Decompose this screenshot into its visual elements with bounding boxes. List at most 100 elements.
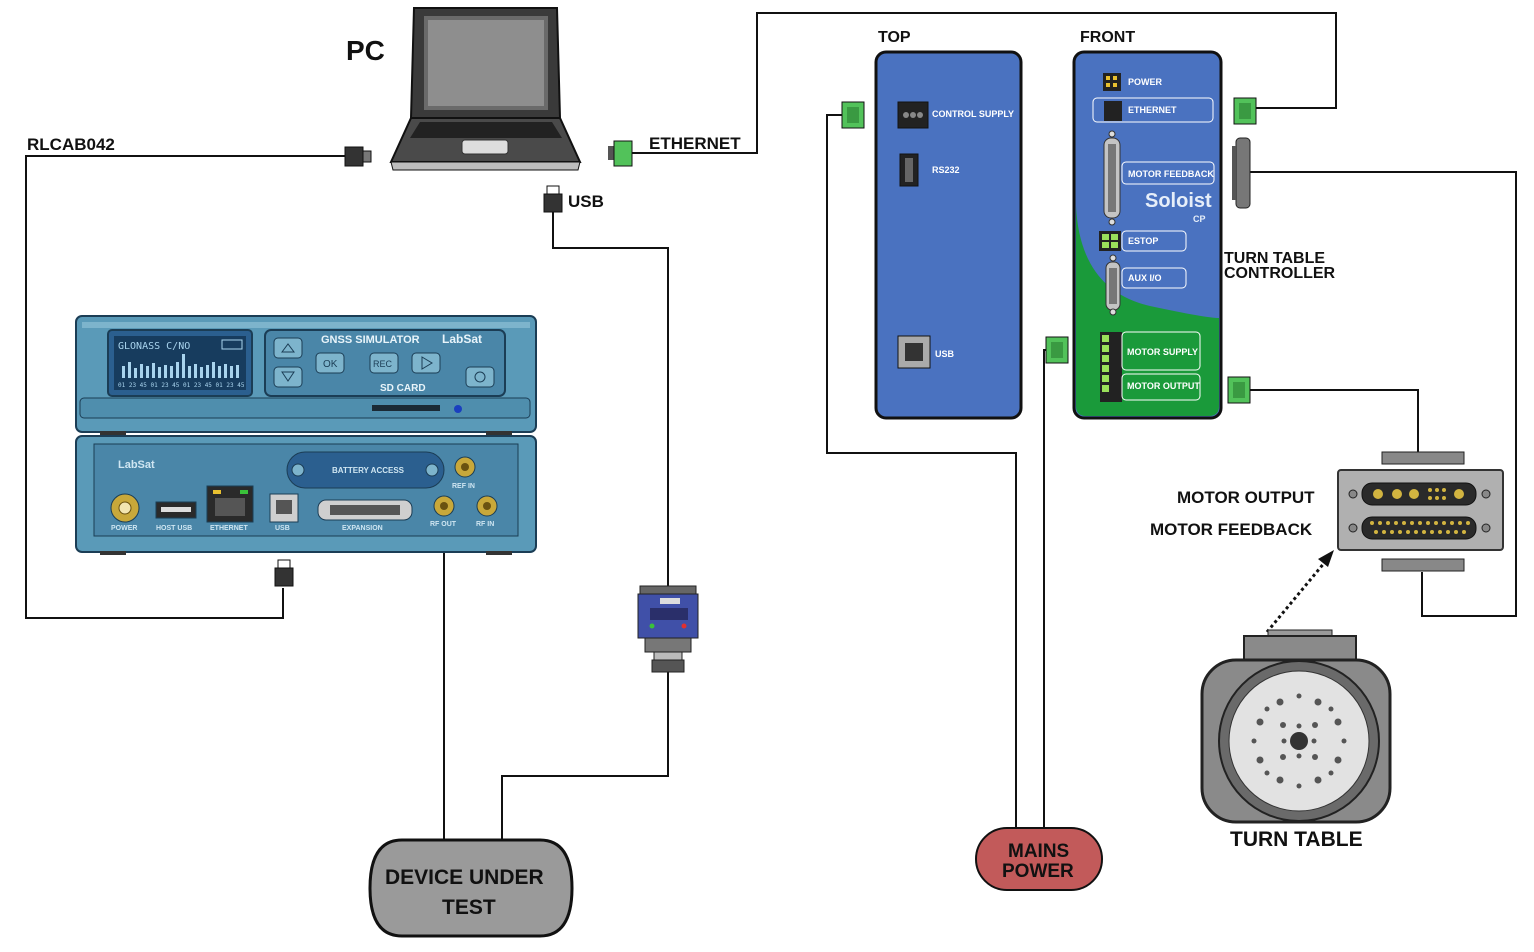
- top-usb-port-icon[interactable]: [897, 335, 931, 369]
- front-motor-feedback-label: MOTOR FEEDBACK: [1128, 169, 1214, 179]
- device-under-test[interactable]: DEVICE UNDER TEST: [368, 838, 574, 938]
- power-port-icon[interactable]: [1103, 73, 1121, 91]
- ok-button-label: OK: [323, 359, 338, 370]
- mains-label-line1: MAINS: [1008, 841, 1069, 862]
- lcd-channels: 01 23 45 01 23 45 01 23 45 01 23 45: [118, 382, 245, 389]
- front-ethernet-connector-icon[interactable]: [1233, 97, 1257, 125]
- mains-power[interactable]: MAINS POWER: [975, 827, 1103, 891]
- motor-supply-connector-icon[interactable]: [1045, 336, 1069, 364]
- front-label: FRONT: [1080, 29, 1135, 46]
- motor-output-label: MOTOR OUTPUT: [1127, 381, 1200, 391]
- labsat-upper-unit: GLONASS C/NO 01 23 45 01 23 45 01 23 45 …: [75, 315, 537, 433]
- ok-button[interactable]: [315, 352, 345, 374]
- motor-output-box: [1121, 373, 1201, 401]
- sd-card-slot[interactable]: [372, 405, 440, 411]
- host-usb-port-icon[interactable]: [155, 501, 197, 519]
- expansion-port-icon[interactable]: [317, 499, 413, 521]
- control-supply-connector-icon[interactable]: [841, 101, 865, 129]
- wire-motor-feedback: [1250, 171, 1517, 617]
- labsat-lower-unit: LabSat BATTERY ACCESS REF IN POWER HOST …: [75, 435, 537, 553]
- pc-usb-connector-icon[interactable]: [543, 185, 563, 213]
- motor-output-jb-label: MOTOR OUTPUT: [1177, 488, 1315, 507]
- estop-port-icon[interactable]: [1099, 231, 1121, 251]
- lcd-text: GLONASS C/NO: [118, 341, 190, 352]
- motor-supply-port-icon[interactable]: [1100, 332, 1122, 402]
- usb-label: USB: [568, 192, 604, 211]
- turn-table-label: TURN TABLE: [1230, 828, 1363, 851]
- motor-feedback-port-icon[interactable]: [1103, 130, 1121, 226]
- dotted-arrow-line: [1265, 561, 1327, 633]
- ethernet-label: ETHERNET: [649, 134, 741, 153]
- ethernet-port-icon[interactable]: [206, 485, 254, 523]
- ref-in-label: REF IN: [452, 483, 475, 490]
- control-supply-port-icon[interactable]: [897, 101, 929, 129]
- front-power-label: POWER: [1128, 77, 1163, 87]
- down-button-icon[interactable]: [273, 366, 303, 388]
- wire-usb: [552, 212, 669, 586]
- front-ethernet-port-icon[interactable]: [1104, 101, 1122, 121]
- motor-output-socket-icon[interactable]: [1348, 482, 1491, 506]
- motor-feedback-socket-icon[interactable]: [1348, 516, 1491, 540]
- ethernet-port-label: ETHERNET: [210, 525, 248, 532]
- aux-io-label: AUX I/O: [1128, 273, 1162, 283]
- bnc-power-port-icon[interactable]: [110, 493, 140, 523]
- soloist-brand-sub: CP: [1193, 214, 1206, 224]
- controller-label-line1: TURN TABLE: [1224, 250, 1325, 267]
- motor-output-connector-icon[interactable]: [1227, 376, 1251, 404]
- rs232-port-icon[interactable]: [899, 153, 919, 187]
- pc-laptop-icon[interactable]: [389, 7, 582, 171]
- up-button-icon[interactable]: [273, 337, 303, 359]
- top-usb-label: USB: [935, 349, 955, 359]
- wire-motor-supply: [1043, 349, 1050, 830]
- usb-serial-adapter-icon[interactable]: [637, 585, 699, 673]
- top-label: TOP: [878, 29, 911, 46]
- rf-out-label: RF OUT: [430, 521, 457, 528]
- labsat-brand-lower: LabSat: [118, 459, 155, 471]
- mains-label-line2: POWER: [1002, 861, 1074, 882]
- rec-button-label: REC: [373, 359, 393, 369]
- labsat-brand-upper: LabSat: [442, 332, 482, 346]
- power-port-label: POWER: [111, 525, 137, 532]
- usb-port-label: USB: [275, 525, 290, 532]
- labsat-power-connector-icon[interactable]: [274, 559, 294, 587]
- pc-ethernet-connector-icon[interactable]: [608, 140, 633, 167]
- estop-label: ESTOP: [1128, 236, 1158, 246]
- estop-box: [1121, 230, 1187, 252]
- rec-button[interactable]: [369, 352, 399, 374]
- host-usb-label: HOST USB: [156, 525, 192, 532]
- motor-feedback-cable-connector-icon[interactable]: [1232, 137, 1251, 209]
- motor-supply-label: MOTOR SUPPLY: [1127, 347, 1198, 357]
- aux-io-port-icon[interactable]: [1105, 254, 1121, 316]
- power-button-icon[interactable]: [465, 366, 495, 388]
- controller-top-panel: CONTROL SUPPLY RS232 USB: [874, 50, 1023, 420]
- soloist-brand: Soloist: [1145, 190, 1212, 212]
- dotted-arrow-head: [1318, 550, 1334, 567]
- play-button-icon[interactable]: [411, 352, 441, 374]
- status-led: [454, 405, 462, 413]
- ref-in-port-icon[interactable]: [454, 456, 476, 478]
- motor-supply-box: [1121, 331, 1201, 371]
- motor-feedback-jb-label: MOTOR FEEDBACK: [1150, 520, 1313, 539]
- rf-in-label: RF IN: [476, 521, 494, 528]
- controller-label-line2: CONTROLLER: [1224, 265, 1336, 282]
- front-ethernet-label: ETHERNET: [1128, 105, 1177, 115]
- control-supply-label: CONTROL SUPPLY: [932, 109, 1014, 119]
- dut-label-line2: TEST: [442, 896, 496, 919]
- front-ethernet-box: [1092, 97, 1214, 123]
- aux-io-box: [1121, 267, 1187, 289]
- rf-out-port-icon[interactable]: [433, 495, 455, 517]
- labsat-title: GNSS SIMULATOR: [321, 334, 420, 346]
- rlcab-label: RLCAB042: [27, 135, 115, 154]
- battery-access-cover[interactable]: [286, 451, 445, 489]
- rf-in-port-icon[interactable]: [476, 495, 498, 517]
- battery-access-label: BATTERY ACCESS: [332, 466, 405, 475]
- controller-front-panel: POWER ETHERNET MOTOR FEEDBACK Soloist CP…: [1072, 50, 1223, 420]
- usb-b-port-icon[interactable]: [269, 493, 299, 523]
- pc-label: PC: [346, 35, 385, 66]
- wire-usb-dut: [501, 672, 669, 840]
- turn-table-icon[interactable]: [1200, 629, 1392, 824]
- wire-control-supply: [826, 114, 1017, 830]
- rlcab-connector-icon[interactable]: [344, 146, 372, 167]
- turn-table-holes: [1251, 693, 1347, 789]
